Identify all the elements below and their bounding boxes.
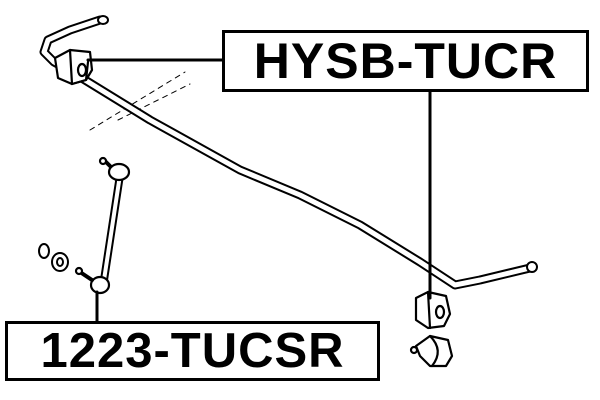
stabilizer-bar [39, 15, 538, 290]
link-washers [38, 243, 69, 272]
stabilizer-bushing-lower [414, 290, 452, 330]
mounting-guide-lines [89, 71, 191, 131]
part-number-label-stabilizer-link: 1223-TUCSR [5, 321, 380, 381]
part-number-text: HYSB-TUCR [253, 33, 558, 89]
bushing-bracket [409, 334, 454, 368]
stabilizer-bushing-upper [53, 48, 94, 86]
leader-lines [86, 58, 432, 323]
stabilizer-link [74, 156, 131, 295]
part-number-text: 1223-TUCSR [40, 324, 345, 378]
part-number-label-stabilizer-bushing: HYSB-TUCR [222, 30, 589, 92]
